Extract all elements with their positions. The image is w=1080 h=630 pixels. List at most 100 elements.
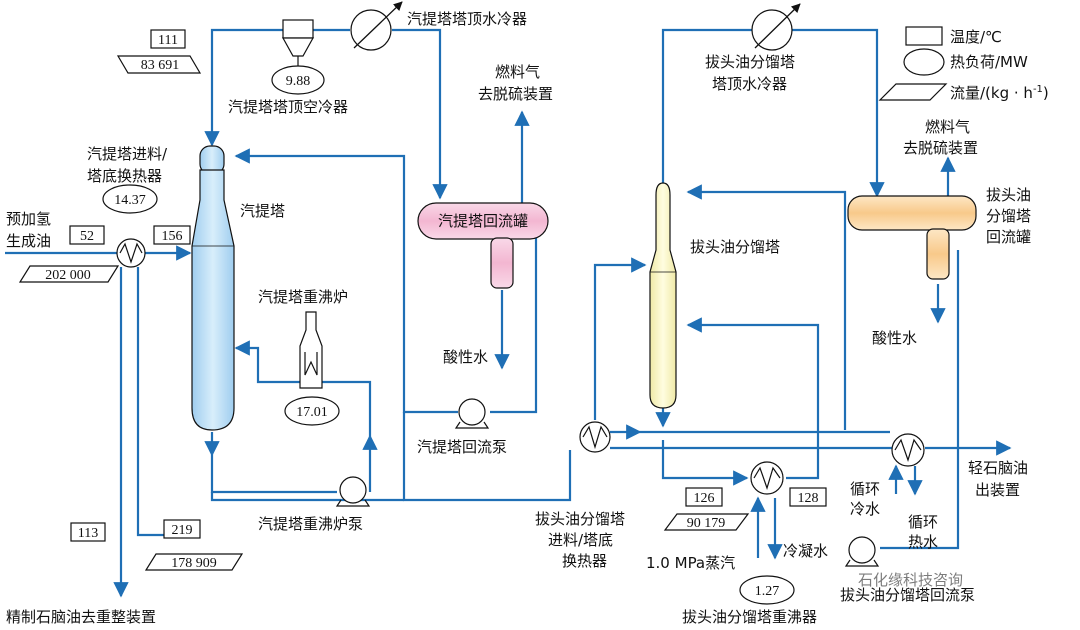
flow-value: 178 909 — [171, 556, 217, 571]
heat-ellipse-17-01: 17.01 — [284, 396, 340, 426]
labels: 汽提塔塔顶水冷器 汽提塔塔顶空冷器 燃料气 去脱硫装置 拔头油分馏塔 塔顶水冷器… — [6, 10, 1031, 626]
topping-feed-hx-icon — [579, 421, 611, 453]
stripper-reflux-drum — [417, 202, 549, 289]
flow-box-83691: 83 691 — [116, 55, 202, 74]
flow-box-90179: 90 179 — [663, 513, 750, 531]
topping-drum-label-a: 拔头油 — [986, 186, 1031, 204]
stripper-column — [191, 145, 235, 431]
legend-temp-label: 温度/℃ — [950, 28, 1002, 46]
topping-feed-hx-label-c: 换热器 — [562, 552, 607, 570]
temp-box-113: 113 — [70, 522, 106, 542]
drum-to-reflux-pump — [880, 250, 960, 550]
furnace-inlet-pipe — [322, 380, 372, 436]
stripper-water-cooler-label: 汽提塔塔顶水冷器 — [407, 10, 527, 28]
stripper-furnace-label: 汽提塔重沸炉 — [258, 288, 348, 306]
flow-value: 90 179 — [687, 516, 726, 531]
topping-water-cooler-label-a: 拔头油分馏塔 — [705, 53, 795, 71]
heat-value: 9.88 — [286, 74, 311, 89]
piping — [5, 28, 1012, 598]
temp-value: 113 — [78, 526, 98, 541]
topping-reflux-pump-icon — [844, 536, 880, 567]
topping-reboiler-label: 拔头油分馏塔重沸器 — [682, 608, 817, 626]
legend-temp-box — [905, 26, 943, 46]
condensate-label: 冷凝水 — [783, 542, 828, 560]
flow-box-178909: 178 909 — [144, 553, 244, 571]
topping-reflux-pump-label: 拔头油分馏塔回流泵 — [840, 586, 975, 604]
to-topping-hx-pipe — [402, 412, 572, 502]
watermark: 石化缘科技咨询 — [858, 571, 963, 589]
to-reboiler-pipe — [661, 440, 749, 486]
legend-flow-label: 流量/(kg · h-1) — [950, 84, 1049, 102]
fuel-gas-label-2a: 燃料气 — [925, 118, 970, 136]
temp-box-128: 128 — [789, 487, 827, 507]
sour-water-label-2: 酸性水 — [872, 329, 917, 347]
topping-reflux-drum — [847, 195, 977, 280]
reflux-to-stripper-pipe — [234, 148, 458, 414]
flow-value: 83 691 — [141, 58, 180, 73]
topping-reflux-pipe — [686, 184, 847, 430]
circ-hot-label-a: 循环 — [908, 513, 938, 531]
topping-feed-hx-label-a: 拔头油分馏塔 — [535, 510, 625, 528]
topping-overhead-pipe — [661, 28, 752, 185]
overhead-to-drum-pipe — [392, 28, 448, 200]
topping-drum-label-b: 分馏塔 — [986, 207, 1031, 225]
stripper-feed-hx-icon — [116, 238, 146, 268]
flow-value: 202 000 — [45, 268, 91, 283]
heat-ellipse-14-37: 14.37 — [102, 184, 158, 214]
heat-value: 14.37 — [114, 193, 146, 208]
fuel-gas-label-1a: 燃料气 — [495, 63, 540, 81]
temp-value: 156 — [162, 229, 183, 244]
steam-label: 1.0 MPa蒸汽 — [646, 554, 735, 572]
fuel-gas-label-2b: 去脱硫装置 — [903, 139, 978, 157]
temp-value: 128 — [798, 491, 819, 506]
light-naphtha-label-a: 轻石脑油 — [968, 459, 1028, 477]
furnace-return-pipe — [234, 340, 304, 384]
topping-overhead-to-drum — [792, 28, 885, 198]
drum-to-pump-pipe — [490, 238, 538, 414]
stripper-feed-hx-label-a: 汽提塔进料/ — [87, 145, 168, 163]
reboiler-return-pipe — [686, 317, 820, 480]
light-naphtha-cooler-icon — [891, 433, 925, 467]
hx-bottom-line — [136, 267, 190, 537]
temp-box-52: 52 — [69, 225, 105, 245]
fuel-gas-label-1b: 去脱硫装置 — [478, 85, 553, 103]
legend-flow-parallelogram — [878, 83, 948, 101]
circ-hot-label-b: 热水 — [908, 533, 938, 551]
stripper-water-cooler-icon — [350, 1, 403, 51]
temp-value: 126 — [694, 491, 715, 506]
temp-box-111: 111 — [150, 29, 186, 49]
heat-ellipse-9-88: 9.88 — [271, 65, 325, 95]
stripper-label: 汽提塔 — [240, 202, 285, 220]
flow-box-202000: 202 000 — [18, 265, 120, 283]
legend-heat-ellipse — [903, 48, 945, 76]
stripper-reboiler-furnace-icon — [299, 311, 323, 389]
sour-water-label-1: 酸性水 — [443, 348, 488, 366]
stripper-air-cooler — [281, 19, 315, 66]
topping-water-cooler-label-b: 塔顶水冷器 — [712, 75, 787, 93]
heat-value: 1.27 — [755, 584, 780, 599]
topping-feed-hx-label-b: 进料/塔底 — [548, 531, 613, 549]
topping-column-label: 拔头油分馏塔 — [690, 238, 780, 256]
bottoms-branch-pipe — [210, 492, 404, 502]
temp-box-156: 156 — [153, 225, 191, 245]
stripper-reflux-drum-label: 汽提塔回流罐 — [438, 212, 528, 230]
temp-value: 111 — [158, 33, 178, 48]
stripper-reflux-pump-icon — [454, 398, 490, 429]
bottoms-to-reboiler-pump — [210, 455, 337, 494]
legend: 温度/℃ 热负荷/MW 流量/(kg · h-1) — [878, 26, 1049, 102]
stripper-feed-hx-label-b: 塔底换热器 — [87, 167, 162, 185]
stripper-reboiler-pump-label: 汽提塔重沸炉泵 — [258, 515, 363, 533]
topping-reboiler-icon — [750, 461, 784, 495]
light-naphtha-label-b: 出装置 — [975, 481, 1020, 499]
prehydro-oil-label-b: 生成油 — [6, 232, 51, 250]
stripper-reboiler-pump-icon — [335, 476, 371, 507]
reformate-feed-label: 精制石脑油去重整装置 — [6, 608, 156, 626]
topping-drum-label-c: 回流罐 — [986, 228, 1031, 246]
temp-value: 52 — [80, 229, 94, 244]
temp-value: 219 — [172, 523, 193, 538]
topping-water-cooler-icon — [751, 3, 801, 51]
prehydro-oil-label-a: 预加氢 — [6, 210, 51, 228]
heat-ellipse-1-27: 1.27 — [739, 575, 795, 605]
circ-cold-label-a: 循环 — [850, 480, 880, 498]
